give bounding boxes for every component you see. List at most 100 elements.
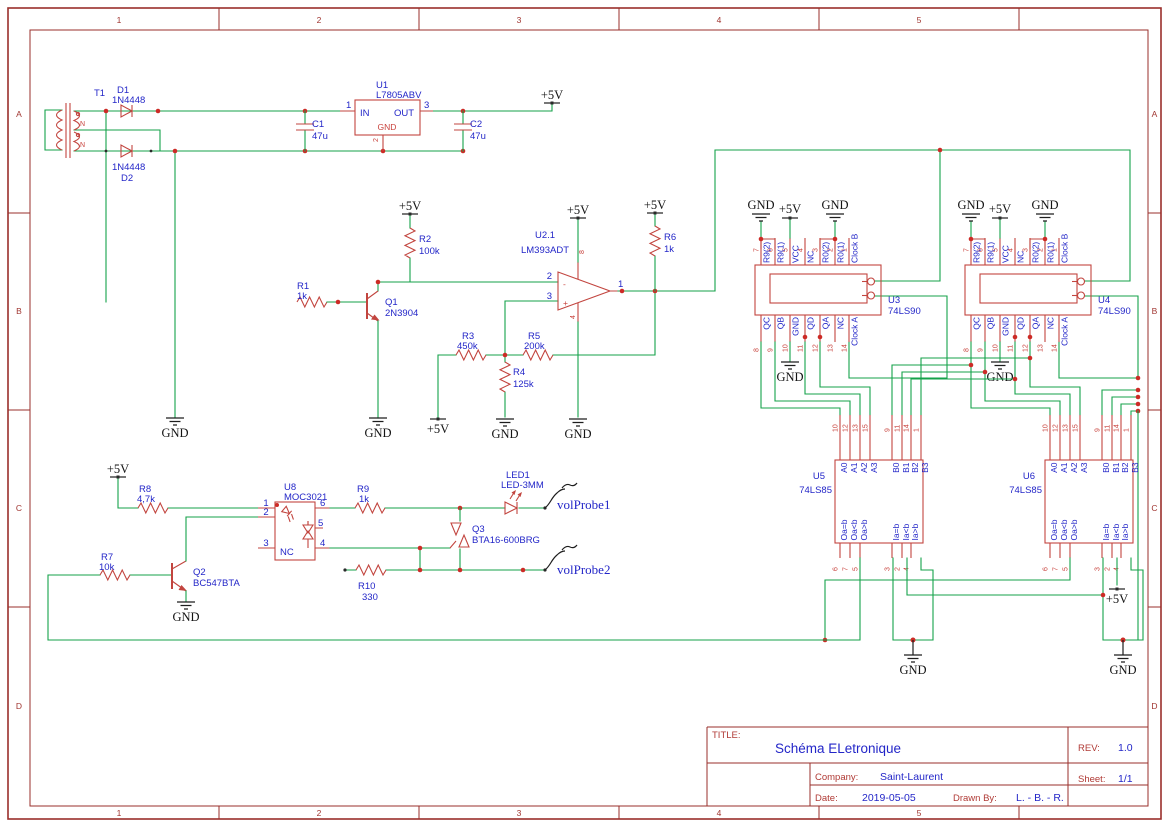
border-col-label: 5 [917, 808, 922, 818]
net-label: GND [491, 427, 518, 441]
net-label: GND [1109, 663, 1136, 677]
component-value: 47u [470, 131, 486, 142]
date-label: Date: [815, 793, 838, 804]
border-row-label: A [1152, 109, 1158, 119]
component-value: 10k [99, 562, 115, 573]
resistor-r6 [649, 225, 661, 257]
sheet-label: Sheet: [1078, 774, 1105, 785]
triac-q3: Q3 BTA16-600BRG [449, 522, 540, 549]
title-block: TITLE: Schéma ELetronique REV: 1.0 Compa… [706, 726, 1148, 806]
opamp-u2: - + 2 3 1 8 4 U2.1 LM393ADT [521, 230, 623, 322]
component-ref: R6 [664, 232, 676, 243]
net-label: +5V [1106, 592, 1128, 606]
component-ref: U2.1 [535, 230, 555, 241]
component-value: 125k [513, 379, 534, 390]
probe-label: volProbe2 [557, 562, 610, 577]
resistor-r10 [355, 564, 387, 576]
component-value: 74LS90 [1098, 306, 1131, 317]
border-row-label: C [1151, 503, 1157, 513]
comparator-u6: U6 74LS85 [1009, 414, 1141, 572]
component-value: 1N4448 [112, 95, 145, 106]
component-ref: C2 [470, 119, 482, 130]
component-value: 2N3904 [385, 308, 418, 319]
capacitor-c1: C1 47u [296, 110, 328, 152]
component-ref: R2 [419, 234, 431, 245]
sheet-title: Schéma ELetronique [775, 741, 901, 756]
company-label: Company: [815, 772, 858, 783]
component-ref: R9 [357, 484, 369, 495]
net-label: GND [172, 610, 199, 624]
regulator-u1: U1 L7805ABV IN OUT GND 1 3 2 [340, 80, 433, 151]
component-ref: U3 [888, 295, 900, 306]
pin-number: 1 [346, 100, 351, 111]
component-ref: R5 [528, 331, 540, 342]
diode-d1: D1 1N4448 [112, 85, 145, 118]
pin-name: GND [378, 122, 397, 132]
probe-volprobe2: volProbe2 [544, 544, 610, 577]
clock-wires [714, 147, 1141, 381]
bottom-right-wires: GND GND +5V [822, 557, 1144, 677]
pin-number: 4 [570, 315, 577, 319]
component-ref: R1 [297, 281, 309, 292]
net-label: +5V [107, 462, 129, 476]
component-value: 74LS85 [799, 485, 832, 496]
title-label: TITLE: [712, 730, 741, 741]
output-section: +5V R8 4,7k R7 10k Q2 BC547BTA GND U8 MO… [47, 462, 861, 641]
border-col-label: 5 [917, 15, 922, 25]
net-label: GND [564, 427, 591, 441]
component-value: 1k [297, 291, 307, 302]
transformer-t1: N N T1 [55, 88, 105, 158]
border-col-label: 3 [517, 15, 522, 25]
component-ref: D1 [117, 85, 129, 96]
component-ref: R8 [139, 484, 151, 495]
drawnby-label: Drawn By: [953, 793, 997, 804]
comparator-u5: U5 74LS85 [799, 414, 931, 572]
component-value: LED-3MM [501, 480, 544, 491]
border-row-label: C [16, 503, 22, 513]
opamp-minus: - [563, 279, 566, 289]
winding-label: N [80, 121, 85, 128]
component-value: 450k [457, 341, 478, 352]
component-ref: R10 [358, 581, 375, 592]
net-label: GND [364, 426, 391, 440]
net-label: +5V [644, 198, 666, 212]
border-row-label: D [16, 701, 22, 711]
pin-name: IN [360, 108, 370, 119]
pin-name: NC [280, 547, 294, 558]
component-value: 74LS90 [888, 306, 921, 317]
border-row-label: B [16, 306, 22, 316]
resistor-r4 [499, 361, 511, 393]
sheet-value: 1/1 [1118, 773, 1133, 785]
component-value: L7805ABV [376, 90, 422, 101]
capacitor-c2: C2 47u [454, 110, 486, 152]
pin-name: OUT [394, 108, 414, 119]
pin-number: 3 [424, 100, 429, 111]
counter-u4: U4 74LS90 [957, 198, 1131, 384]
component-value: BTA16-600BRG [472, 535, 540, 546]
net-label: +5V [541, 88, 563, 102]
resistor-r2 [404, 227, 416, 259]
component-ref: D2 [121, 173, 133, 184]
component-value: MOC3021 [284, 492, 327, 503]
border-row-label: D [1151, 701, 1157, 711]
pin-number: 4 [320, 538, 325, 549]
component-ref: Q1 [385, 297, 398, 308]
counter-u3: U3 74LS90 [747, 198, 921, 384]
component-ref: R7 [101, 552, 113, 563]
comparator-section: +5V R2 100k R1 1k Q1 2N3904 GND R3 450k … [296, 198, 716, 441]
pin-number: 3 [547, 291, 552, 302]
component-value: 74LS85 [1009, 485, 1042, 496]
opamp-plus: + [563, 298, 568, 308]
border-row-label: A [16, 109, 22, 119]
probe-volprobe1: volProbe1 [544, 482, 610, 512]
component-ref: R3 [462, 331, 474, 342]
rev-label: REV: [1078, 743, 1100, 754]
border-col-label: 1 [117, 808, 122, 818]
probe-label: volProbe1 [557, 497, 610, 512]
component-value: 200k [524, 341, 545, 352]
power-supply-section: N N T1 D1 1N4448 1N4448 D2 C1 47u U1 L78… [44, 80, 563, 440]
component-value: 330 [362, 592, 378, 603]
border-col-label: 1 [117, 15, 122, 25]
border-col-label: 4 [717, 15, 722, 25]
